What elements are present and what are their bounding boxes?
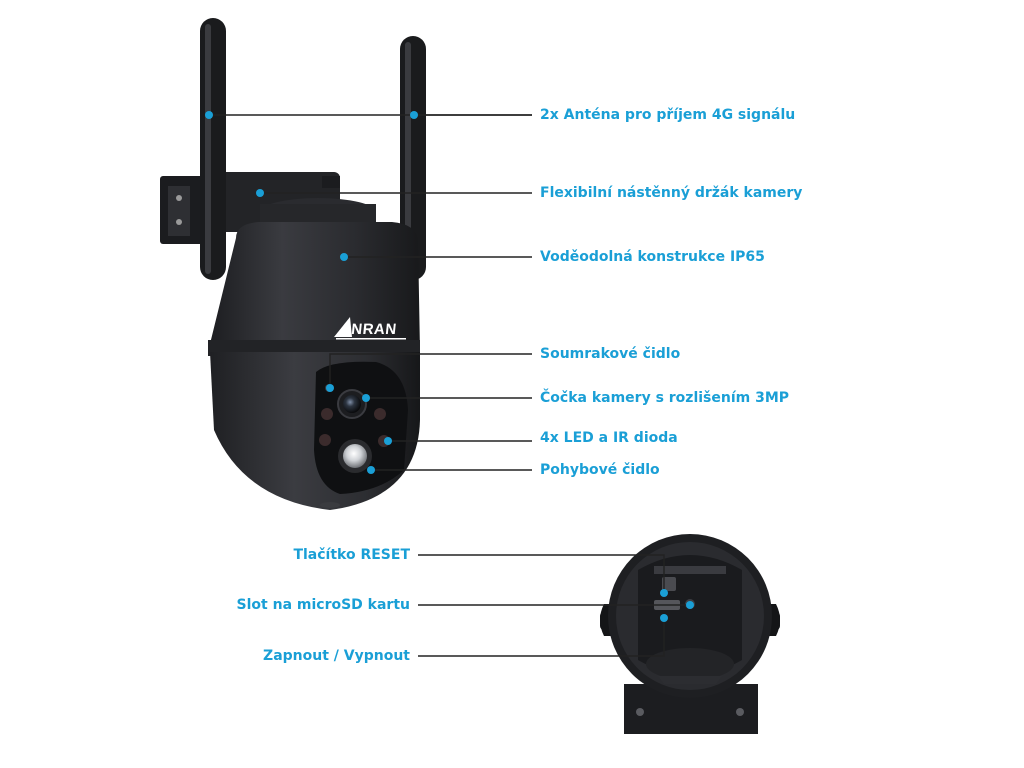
brand-logo: ANRAN (339, 321, 398, 338)
callout-power: Zapnout / Vypnout (263, 648, 410, 664)
bottom-view-camera (600, 534, 780, 734)
dot-mount (256, 189, 264, 197)
front-camera (160, 18, 426, 510)
dot-antenna-right (410, 111, 418, 119)
led-3 (319, 434, 331, 446)
led-2 (374, 408, 386, 420)
callout-dots (205, 111, 694, 622)
callout-waterproof: Voděodolná konstrukce IP65 (540, 249, 765, 265)
pir-sensor (343, 444, 367, 468)
camera-face (314, 361, 408, 494)
logo-mark (334, 317, 352, 337)
dot-reset (660, 589, 668, 597)
callout-sd-slot: Slot na microSD kartu (236, 597, 410, 613)
camera-lens (343, 395, 361, 413)
dot-sd (686, 601, 694, 609)
antenna-left (200, 18, 226, 280)
dot-waterproof (340, 253, 348, 261)
dot-lens (362, 394, 370, 402)
callout-twilight-sensor: Soumrakové čidlo (540, 346, 681, 362)
callout-pir: Pohybové čidlo (540, 462, 660, 478)
dot-led (384, 437, 392, 445)
led-1 (321, 408, 333, 420)
callout-led: 4x LED a IR dioda (540, 430, 678, 446)
dot-twilight (326, 384, 334, 392)
leader-lines (209, 114, 690, 657)
reset-button (662, 577, 676, 591)
dot-antenna-left (205, 111, 213, 119)
callout-reset: Tlačítko RESET (293, 547, 410, 563)
callout-lens: Čočka kamery s rozlišením 3MP (540, 390, 790, 406)
callout-mount: Flexibilní nástěnný držák kamery (540, 185, 803, 201)
callout-antenna: 2x Anténa pro příjem 4G signálu (540, 107, 796, 123)
dot-pir (367, 466, 375, 474)
camera-upper-body (208, 222, 420, 352)
dot-power (660, 614, 668, 622)
